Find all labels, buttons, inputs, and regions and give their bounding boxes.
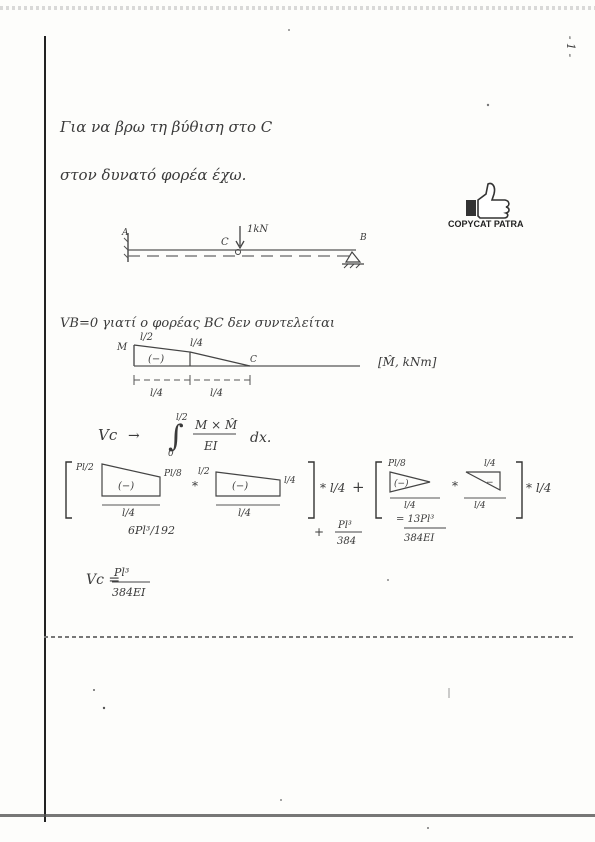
term4-sign: − — [486, 478, 494, 488]
beam-label-b: B — [359, 233, 367, 243]
term2-top: l/2 — [198, 467, 210, 477]
integral-upper: l/2 — [176, 413, 188, 423]
beam-diagram: A C 1kN B — [121, 224, 367, 269]
integral-denominator: EI — [203, 439, 218, 453]
final-numerator: Pl³ — [113, 566, 129, 579]
dashed-divider — [44, 636, 574, 638]
term4-dim: l/4 — [474, 501, 486, 511]
term3-sign: (−) — [394, 478, 409, 489]
scan-specks — [93, 29, 490, 829]
beam-label-a: A — [121, 228, 129, 238]
moment-dim-2: l/4 — [210, 388, 223, 399]
integral-expression: Vc → ∫ l/2 0 M × M̂ EI dx. — [98, 413, 271, 459]
moment-top-mid: l/4 — [190, 338, 203, 349]
integral-lower: 0 — [168, 449, 174, 459]
equation-row: Pl/2 (−) Pl/8 l/4 * l/2 (−) l/4 l/4 * l/… — [65, 459, 551, 519]
partial-results: 6Pl³/192 + Pl³ 384 = 13Pl³ 384EI — [128, 514, 446, 547]
moment-dim-1: l/4 — [150, 388, 163, 399]
result-2-den: 384 — [337, 536, 356, 547]
moment-diagram: M l/2 l/4 (−) C l/4 l/4 [M̂, kNm] — [116, 332, 437, 399]
result-plus: + — [314, 525, 324, 539]
term2-dim: l/4 — [238, 508, 251, 519]
final-result: Vc = Pl³ 384EI — [86, 566, 150, 599]
term4-top: l/4 — [484, 459, 496, 469]
multiply-1: * — [192, 479, 198, 493]
multiply-2: * — [452, 479, 458, 493]
moment-sign: (−) — [148, 354, 164, 365]
final-lhs: Vc = — [86, 572, 120, 588]
result-3-num: = 13Pl³ — [396, 514, 434, 525]
term2-right: l/4 — [284, 476, 296, 486]
result-3-den: 384EI — [404, 533, 435, 544]
margin-line — [44, 36, 46, 822]
factor-1: * l/4 — [320, 481, 345, 495]
units-label: [M̂, kNm] — [378, 354, 437, 369]
result-2-num: Pl³ — [337, 520, 352, 531]
beam-label-c: C — [221, 237, 229, 248]
term1-sign: (−) — [118, 481, 134, 492]
text-line-1: Για να βρω τη βύθιση στο C — [60, 118, 273, 136]
moment-label-m: M — [116, 342, 128, 353]
term2-sign: (−) — [232, 481, 248, 492]
term1-left: Pl/2 — [75, 463, 94, 473]
moment-top-left: l/2 — [140, 332, 153, 343]
final-denominator: 384EI — [112, 586, 146, 599]
scan-edge-bottom — [0, 814, 595, 817]
vb-note: VB=0 γιατί ο φορέας BC δεν συντελείται — [60, 316, 335, 331]
scan-edge-top — [0, 6, 595, 10]
moment-label-c: C — [250, 355, 257, 365]
logo-text: COPYCAT PATRA — [448, 219, 524, 229]
result-1: 6Pl³/192 — [128, 524, 175, 537]
thumbs-up-icon — [466, 182, 510, 219]
factor-2: * l/4 — [526, 481, 551, 495]
integral-arrow: → — [128, 428, 140, 444]
integral-numerator: M × M̂ — [194, 417, 238, 432]
term3-dim: l/4 — [404, 501, 416, 511]
plus-sign: + — [352, 478, 365, 496]
integral-dx: dx. — [250, 430, 271, 446]
term3-left: Pl/8 — [387, 459, 406, 469]
integral-sign: ∫ — [168, 419, 184, 454]
integral-lhs: Vc — [98, 426, 118, 444]
term1-dim: l/4 — [122, 508, 135, 519]
text-line-2: στον δυνατό φορέα έχω. — [60, 166, 247, 184]
term1-right: Pl/8 — [163, 469, 182, 479]
beam-load-label: 1kN — [247, 224, 269, 235]
